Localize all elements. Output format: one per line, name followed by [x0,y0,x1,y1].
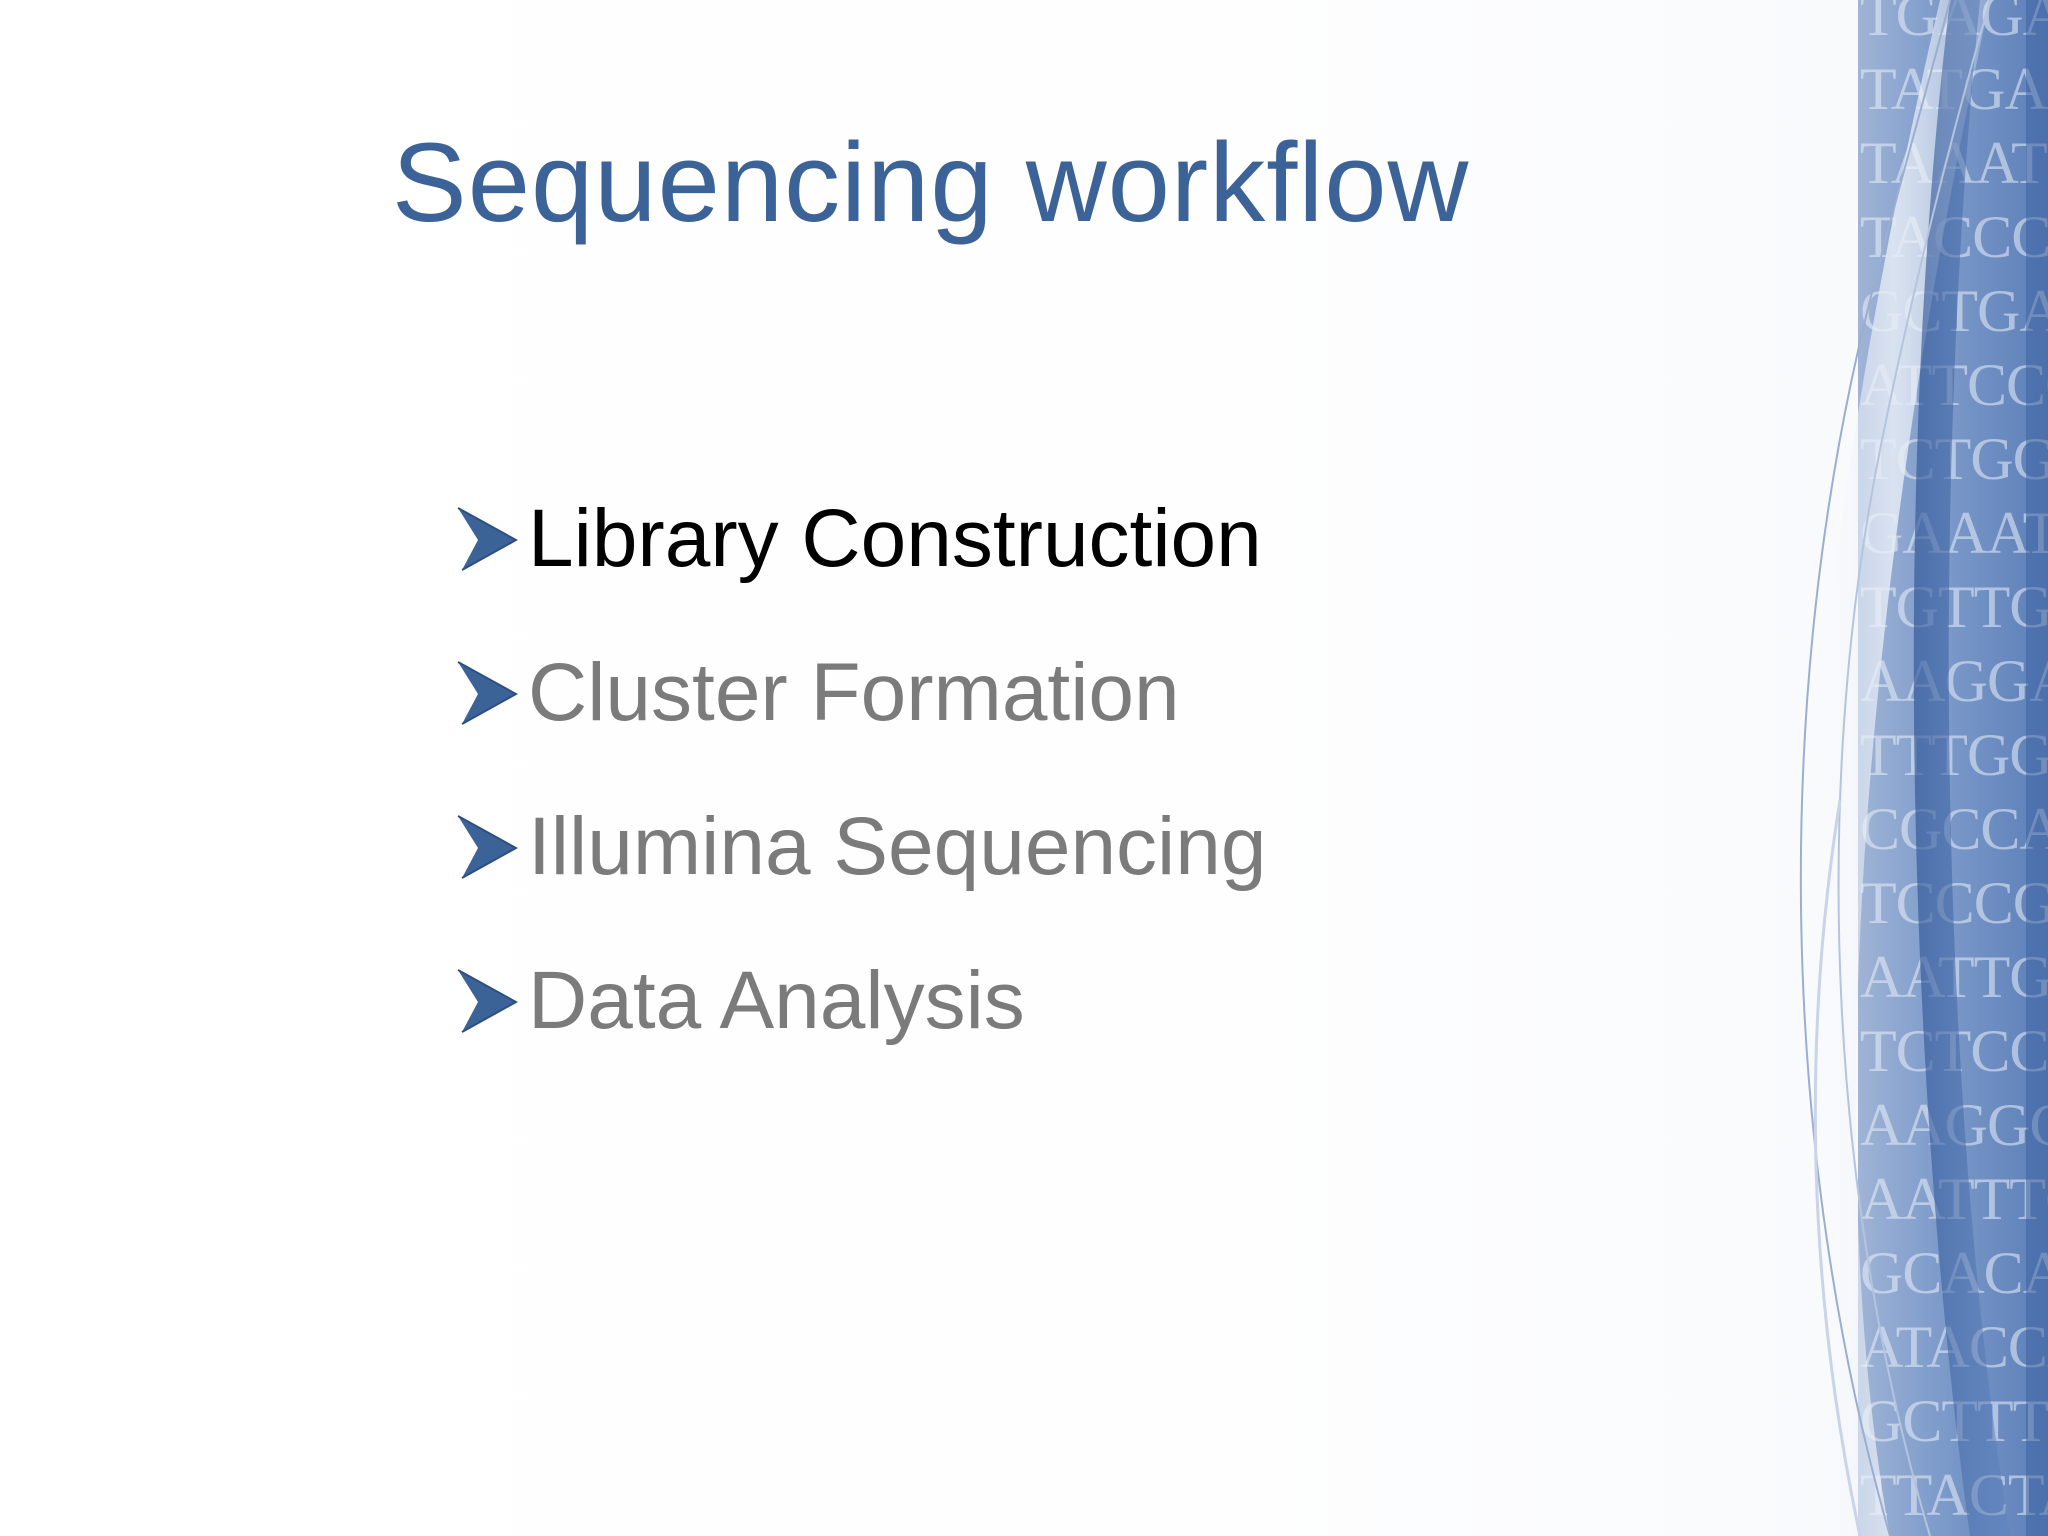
slide-title: Sequencing workflow [392,120,1470,245]
dna-sequence-line: TGTTGAA [1860,574,2048,640]
dna-sequence-line: TTTGGGC [1860,722,2048,788]
arrowhead-bullet-icon [457,661,518,725]
bullet-text: Data Analysis [528,955,1025,1046]
dna-sequence-line: AAGGAGT [1860,648,2048,714]
bullet-item-cluster-formation: Cluster Formation [456,616,1266,770]
bullet-item-data-analysis: Data Analysis [456,924,1266,1078]
bullet-item-illumina-sequencing: Illumina Sequencing [456,770,1266,924]
bullet-item-library-construction: Library Construction [456,462,1266,616]
decorative-dna-band: TGAGATTATGAAGCTAAATCTGTACCCCCTGCTGAAAGAT… [1740,0,2048,1536]
dna-sequence-line: TCCCGCA [1860,870,2048,936]
ribbon-swoosh-decoration [1796,0,2048,1536]
dna-sequence-line: CGCCAGC [1860,796,2048,862]
dna-sequence-line: TTACTAT [1860,1462,2048,1528]
bullet-list: Library Construction Cluster Formation I… [456,462,1266,1078]
bullet-text: Illumina Sequencing [528,801,1267,892]
arrowhead-bullet-icon [457,507,518,571]
bullet-text: Library Construction [528,493,1262,584]
arrowhead-bullet-icon [457,815,518,879]
bullet-text: Cluster Formation [528,647,1180,738]
arrowhead-bullet-icon [457,969,518,1033]
